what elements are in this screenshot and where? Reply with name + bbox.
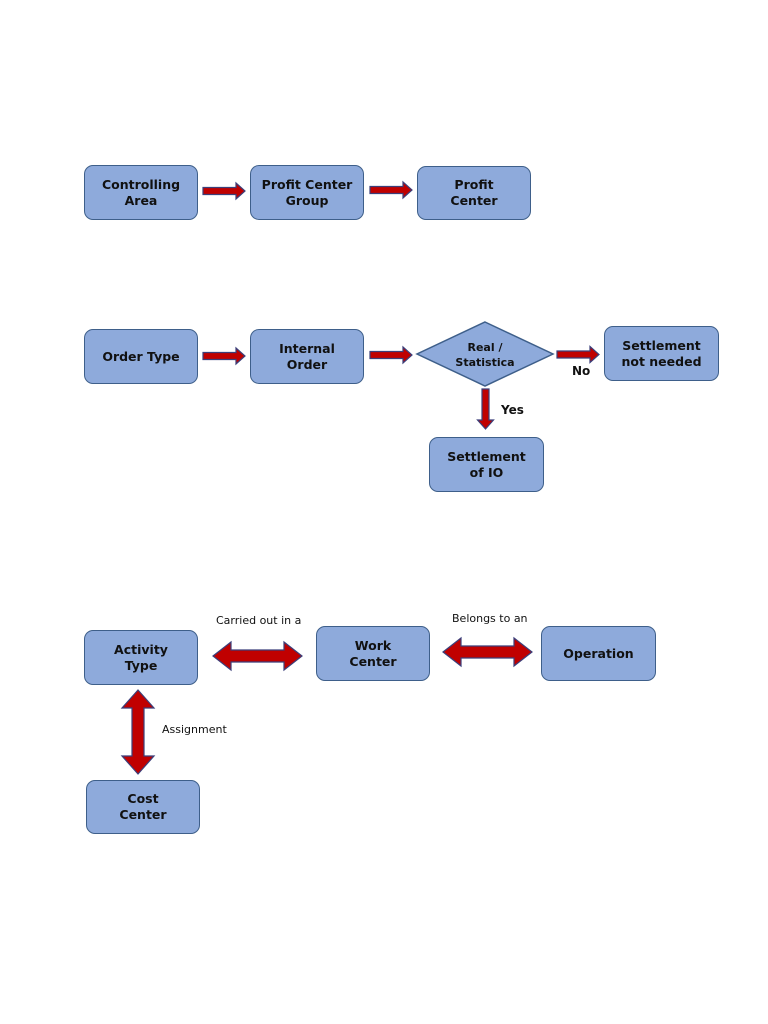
arrow-controlling-to-group bbox=[202, 181, 246, 201]
operation-box: Operation bbox=[541, 626, 656, 681]
work-center-box: Work Center bbox=[316, 626, 430, 681]
cost-center-box: Cost Center bbox=[86, 780, 200, 834]
order-type-box: Order Type bbox=[84, 329, 198, 384]
yes-label: Yes bbox=[501, 403, 524, 417]
arrow-ordertype-to-internalorder bbox=[202, 346, 246, 366]
double-arrow-activity-costcenter bbox=[120, 689, 156, 775]
carried-out-label: Carried out in a bbox=[216, 614, 302, 627]
controlling-area-box: Controlling Area bbox=[84, 165, 198, 220]
arrow-decision-to-yes bbox=[476, 388, 495, 430]
decision-diamond bbox=[415, 321, 555, 387]
double-arrow-activity-workcenter bbox=[212, 640, 303, 672]
profit-center-box: Profit Center bbox=[417, 166, 531, 220]
profit-center-group-box: Profit Center Group bbox=[250, 165, 364, 220]
double-arrow-workcenter-operation bbox=[442, 636, 533, 668]
arrow-internalorder-to-decision bbox=[369, 345, 413, 365]
assignment-label: Assignment bbox=[162, 723, 227, 736]
internal-order-box: Internal Order bbox=[250, 329, 364, 384]
no-label: No bbox=[572, 364, 591, 378]
arrow-decision-to-no bbox=[556, 345, 600, 364]
decision-label: Real / Statistica bbox=[455, 341, 515, 369]
activity-type-box: Activity Type bbox=[84, 630, 198, 685]
arrow-group-to-profit-center bbox=[369, 180, 413, 200]
settlement-of-io-box: Settlement of IO bbox=[429, 437, 544, 492]
belongs-to-label: Belongs to an bbox=[452, 612, 528, 625]
settlement-not-needed-box: Settlement not needed bbox=[604, 326, 719, 381]
